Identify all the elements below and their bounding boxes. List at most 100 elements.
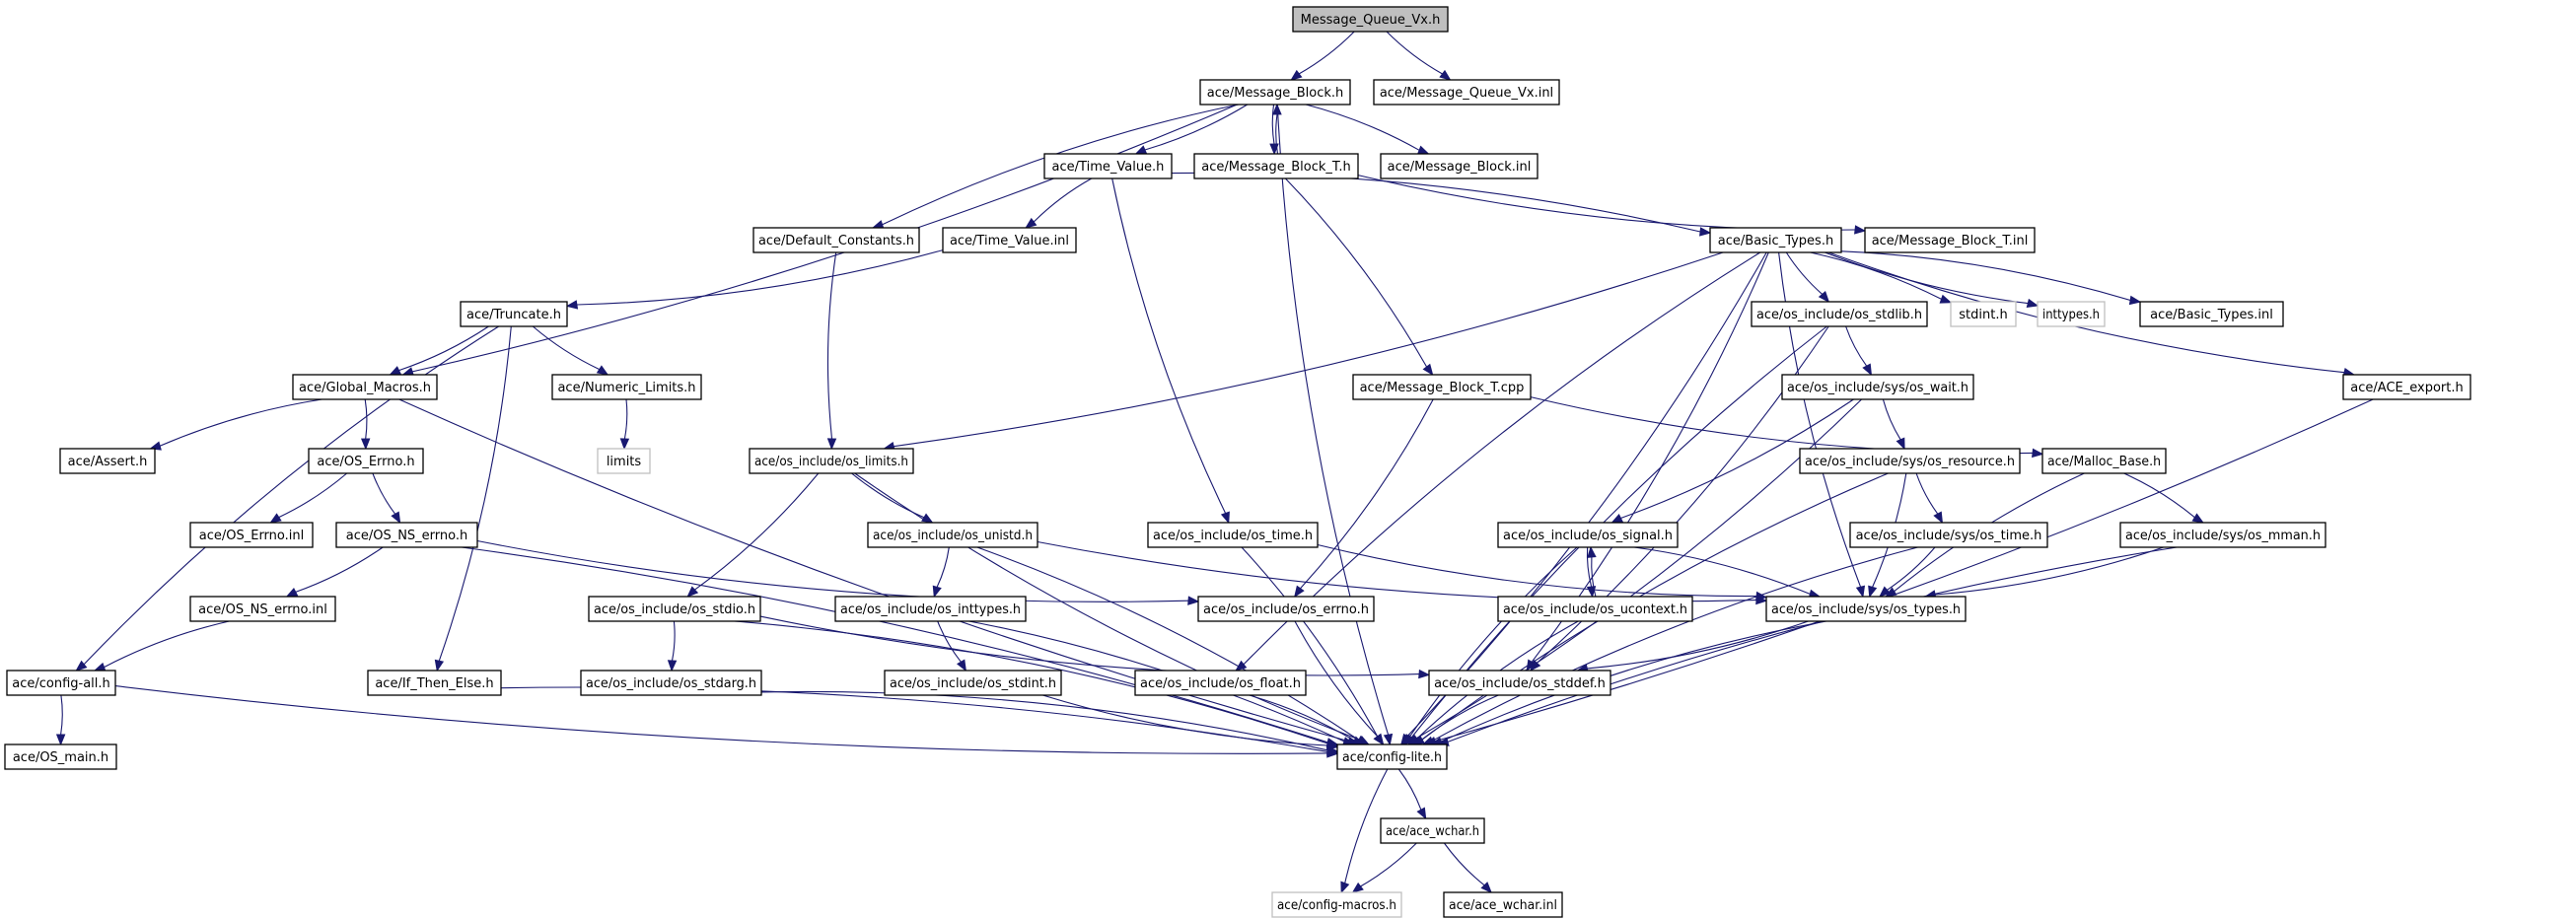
node-box[interactable]	[1781, 374, 1974, 400]
graph-node[interactable]: ace/ACE_export.h	[2342, 374, 2471, 400]
node-box[interactable]	[292, 374, 438, 400]
graph-node[interactable]: inttypes.h	[2037, 301, 2106, 327]
node-box[interactable]	[752, 227, 920, 253]
graph-node[interactable]: ace/ace_wchar.h	[1380, 817, 1485, 844]
node-box[interactable]	[1197, 596, 1375, 622]
node-box[interactable]	[1799, 448, 2021, 474]
graph-node[interactable]: ace/os_include/os_stdio.h	[588, 596, 761, 622]
node-box[interactable]	[2342, 374, 2471, 400]
graph-node[interactable]: limits	[597, 448, 651, 474]
node-box[interactable]	[2037, 301, 2106, 327]
graph-node[interactable]: ace/OS_NS_errno.h	[335, 522, 478, 548]
node-box[interactable]	[1193, 153, 1359, 179]
graph-node[interactable]: ace/ace_wchar.inl	[1443, 891, 1563, 918]
graph-node[interactable]: ace/Message_Block_T.inl	[1864, 227, 2036, 253]
graph-node[interactable]: stdint.h	[1950, 301, 2017, 327]
graph-node[interactable]: ace/os_include/sys/os_types.h	[1765, 596, 1967, 622]
graph-node[interactable]: ace/Basic_Types.h	[1709, 227, 1842, 253]
graph-node[interactable]: ace/os_include/sys/os_mman.h	[2119, 522, 2326, 548]
node-box[interactable]	[580, 670, 762, 696]
graph-node[interactable]: ace/Numeric_Limits.h	[551, 374, 702, 400]
graph-node[interactable]: ace/Time_Value.inl	[942, 227, 1077, 253]
node-box[interactable]	[551, 374, 702, 400]
graph-node[interactable]: ace/os_include/sys/os_resource.h	[1799, 448, 2021, 474]
node-box[interactable]	[834, 596, 1027, 622]
node-box[interactable]	[1380, 817, 1485, 844]
graph-node[interactable]: ace/os_include/os_stdarg.h	[580, 670, 762, 696]
node-box[interactable]	[1709, 227, 1842, 253]
graph-node[interactable]: ace/Default_Constants.h	[752, 227, 920, 253]
node-box[interactable]	[749, 448, 914, 474]
graph-node[interactable]: ace/os_include/os_time.h	[1147, 522, 1319, 548]
node-box[interactable]	[6, 670, 116, 696]
node-box[interactable]	[1292, 6, 1449, 33]
graph-node[interactable]: ace/Message_Queue_Vx.inl	[1373, 79, 1560, 106]
node-box[interactable]	[1373, 79, 1560, 106]
graph-node[interactable]: ace/Assert.h	[59, 448, 156, 474]
node-box[interactable]	[1147, 522, 1319, 548]
graph-node[interactable]: ace/os_include/os_inttypes.h	[834, 596, 1027, 622]
node-box[interactable]	[2139, 301, 2284, 327]
node-box[interactable]	[2041, 448, 2167, 474]
node-box[interactable]	[2119, 522, 2326, 548]
node-box[interactable]	[1497, 522, 1679, 548]
node-box[interactable]	[1199, 79, 1351, 106]
node-box[interactable]	[884, 670, 1062, 696]
graph-node[interactable]: ace/Truncate.h	[460, 301, 568, 327]
node-box[interactable]	[1336, 743, 1448, 770]
graph-node[interactable]: ace/os_include/sys/os_time.h	[1849, 522, 2048, 548]
node-box[interactable]	[1950, 301, 2017, 327]
node-box[interactable]	[1134, 670, 1307, 696]
graph-node[interactable]: ace/os_include/os_signal.h	[1497, 522, 1679, 548]
graph-node[interactable]: ace/Message_Block.inl	[1380, 153, 1538, 179]
graph-node[interactable]: ace/os_include/os_limits.h	[749, 448, 914, 474]
node-box[interactable]	[1428, 670, 1611, 696]
graph-node[interactable]: ace/config-macros.h	[1271, 891, 1402, 918]
graph-node[interactable]: ace/os_include/os_stdlib.h	[1751, 301, 1928, 327]
graph-node[interactable]: ace/os_include/os_stdint.h	[884, 670, 1062, 696]
node-box[interactable]	[867, 522, 1038, 548]
node-box[interactable]	[460, 301, 568, 327]
node-box[interactable]	[189, 522, 314, 548]
node-box[interactable]	[1352, 374, 1532, 400]
node-box[interactable]	[1751, 301, 1928, 327]
graph-node[interactable]: ace/os_include/os_errno.h	[1197, 596, 1375, 622]
node-box[interactable]	[1043, 153, 1173, 179]
graph-node[interactable]: ace/Message_Block.h	[1199, 79, 1351, 106]
graph-node[interactable]: ace/OS_NS_errno.inl	[189, 596, 336, 622]
node-box[interactable]	[1380, 153, 1538, 179]
node-box[interactable]	[1497, 596, 1693, 622]
graph-node[interactable]: ace/Time_Value.h	[1043, 153, 1173, 179]
graph-node[interactable]: ace/If_Then_Else.h	[367, 670, 502, 696]
graph-node[interactable]: ace/os_include/os_stddef.h	[1428, 670, 1611, 696]
graph-node[interactable]: ace/Global_Macros.h	[292, 374, 438, 400]
graph-node[interactable]: ace/config-all.h	[6, 670, 116, 696]
node-box[interactable]	[1849, 522, 2048, 548]
graph-node[interactable]: ace/Basic_Types.inl	[2139, 301, 2284, 327]
node-box[interactable]	[189, 596, 336, 622]
graph-node[interactable]: ace/OS_Errno.inl	[189, 522, 314, 548]
root-node[interactable]: Message_Queue_Vx.h	[1292, 6, 1449, 33]
node-box[interactable]	[1271, 891, 1402, 918]
node-box[interactable]	[597, 448, 651, 474]
node-box[interactable]	[367, 670, 502, 696]
node-box[interactable]	[1443, 891, 1563, 918]
node-box[interactable]	[4, 743, 117, 770]
node-box[interactable]	[59, 448, 156, 474]
graph-node[interactable]: ace/os_include/os_float.h	[1134, 670, 1307, 696]
graph-node[interactable]: ace/os_include/os_ucontext.h	[1497, 596, 1693, 622]
node-box[interactable]	[942, 227, 1077, 253]
graph-node[interactable]: ace/config-lite.h	[1336, 743, 1448, 770]
graph-node[interactable]: ace/OS_Errno.h	[308, 448, 424, 474]
node-box[interactable]	[308, 448, 424, 474]
graph-node[interactable]: ace/os_include/sys/os_wait.h	[1781, 374, 1974, 400]
graph-node[interactable]: ace/os_include/os_unistd.h	[867, 522, 1038, 548]
graph-node[interactable]: ace/Message_Block_T.h	[1193, 153, 1359, 179]
node-box[interactable]	[1765, 596, 1967, 622]
graph-node[interactable]: ace/OS_main.h	[4, 743, 117, 770]
graph-node[interactable]: ace/Message_Block_T.cpp	[1352, 374, 1532, 400]
graph-node[interactable]: ace/Malloc_Base.h	[2041, 448, 2167, 474]
node-box[interactable]	[335, 522, 478, 548]
node-box[interactable]	[588, 596, 761, 622]
node-box[interactable]	[1864, 227, 2036, 253]
